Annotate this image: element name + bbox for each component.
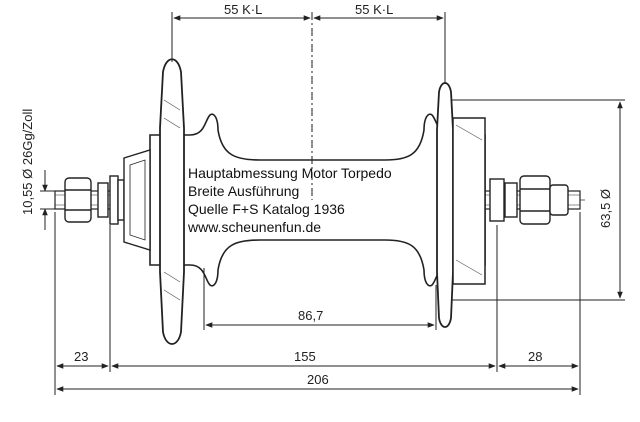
dim-middle: 155 (294, 349, 316, 364)
brake-drum (452, 117, 486, 285)
dim-top-right: 55 K·L (355, 2, 393, 17)
left-vertical-dimension (40, 170, 60, 230)
left-flange-hatch (163, 99, 181, 301)
annotation-line-4: www.scheunenfun.de (187, 219, 321, 235)
dim-top-left: 55 K·L (224, 2, 262, 17)
annotation-line-1: Hauptabmessung Motor Torpedo (188, 165, 392, 181)
brake-drum-hatch (455, 124, 483, 276)
annotation-line-3: Quelle F+S Katalog 1936 (188, 201, 345, 217)
top-dimension-lines (171, 12, 446, 200)
dim-axle-thread: 10,55 Ø 26Gg/Zoll (20, 109, 35, 215)
dim-hub-body: 86,7 (298, 308, 323, 323)
left-flange (159, 58, 185, 345)
left-axle-nut (64, 175, 125, 225)
right-vertical-dimension (452, 99, 625, 301)
annotation-line-2: Breite Ausführung (188, 183, 299, 199)
right-axle-nut (489, 175, 569, 225)
left-bearing-cone (123, 149, 151, 251)
hub-body (149, 113, 486, 287)
dim-overall: 206 (307, 372, 329, 387)
right-flange (436, 82, 454, 328)
lower-dimension-lines (54, 212, 581, 395)
dim-left-axle: 23 (74, 349, 88, 364)
hub-body-dimension (203, 268, 437, 330)
dim-flange-diameter: 63,5 Ø (598, 189, 613, 228)
dim-right-axle: 28 (528, 349, 542, 364)
